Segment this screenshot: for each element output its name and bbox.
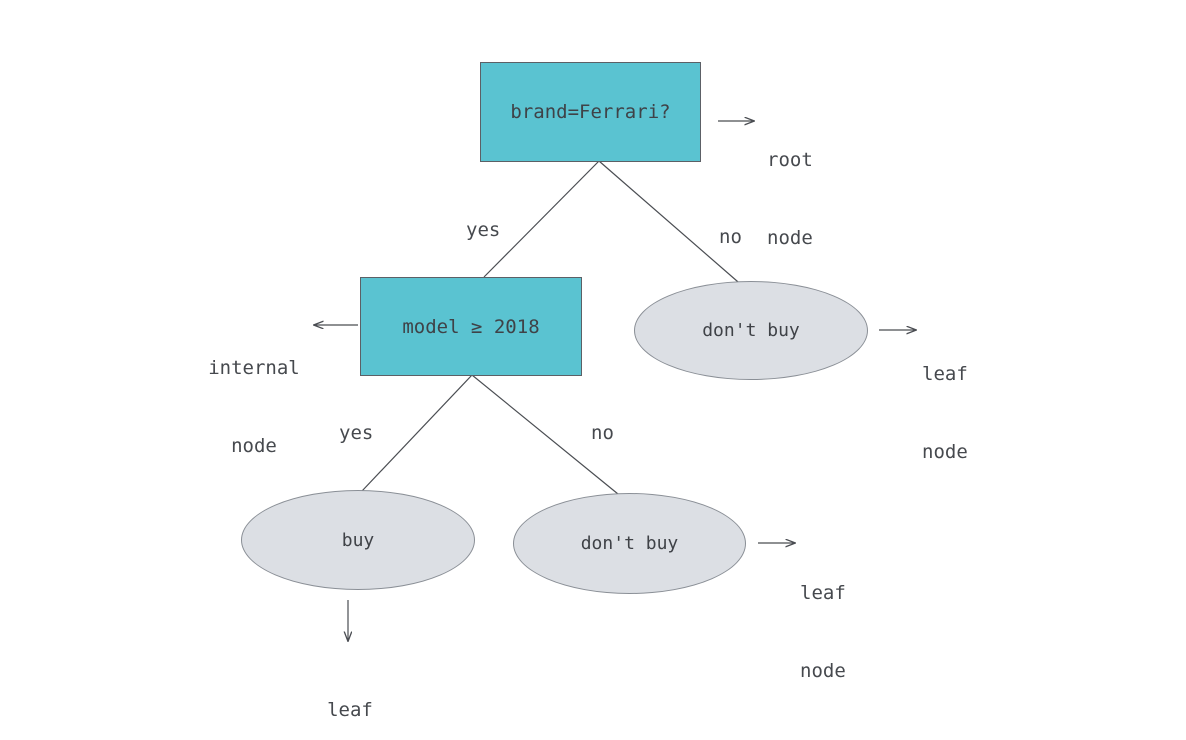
annotation-root-line1: root [767,149,813,171]
edge-internal-leaf-buy [361,374,473,492]
node-leaf-right[interactable]: don't buy [634,281,868,380]
edge-label-root-yes: yes [466,219,501,241]
node-leaf-buy-label: buy [341,529,375,551]
annotation-internal-line1: internal [208,357,300,379]
node-leaf-right-label: don't buy [702,320,800,341]
annotation-root-node: root node [767,95,813,303]
annotation-leaf-right-line2: node [922,441,968,463]
edge-label-internal-no: no [591,422,614,444]
node-internal[interactable]: model ≥ 2018 [360,277,582,376]
node-leaf-dontbuy-label: don't buy [580,533,679,554]
node-leaf-buy[interactable]: buy [241,490,475,590]
annotation-leaf-buy-line1: leaf [327,699,373,721]
edge-internal-leaf-dontbuy [471,374,619,495]
edge-label-root-no: no [719,226,742,248]
node-root-label: brand=Ferrari? [510,101,671,123]
annotation-internal-node: internal node [198,303,310,511]
annotation-leaf-dontbuy-node: leaf node [800,528,846,736]
node-root[interactable]: brand=Ferrari? [480,62,701,162]
edge-label-internal-yes: yes [339,422,374,444]
annotation-internal-line2: node [231,435,277,457]
annotation-leaf-dontbuy-line1: leaf [800,582,846,604]
annotation-leaf-dontbuy-line2: node [800,660,846,682]
annotation-root-line2: node [767,227,813,249]
node-internal-label: model ≥ 2018 [402,315,540,338]
annotation-leaf-right-line1: leaf [922,363,968,385]
node-leaf-dontbuy[interactable]: don't buy [513,493,746,594]
annotation-leaf-right-node: leaf node [922,309,968,517]
edge-root-internal [483,160,600,278]
edge-root-leaf-right [598,160,746,289]
annotation-leaf-buy-node: leaf node [294,645,406,740]
